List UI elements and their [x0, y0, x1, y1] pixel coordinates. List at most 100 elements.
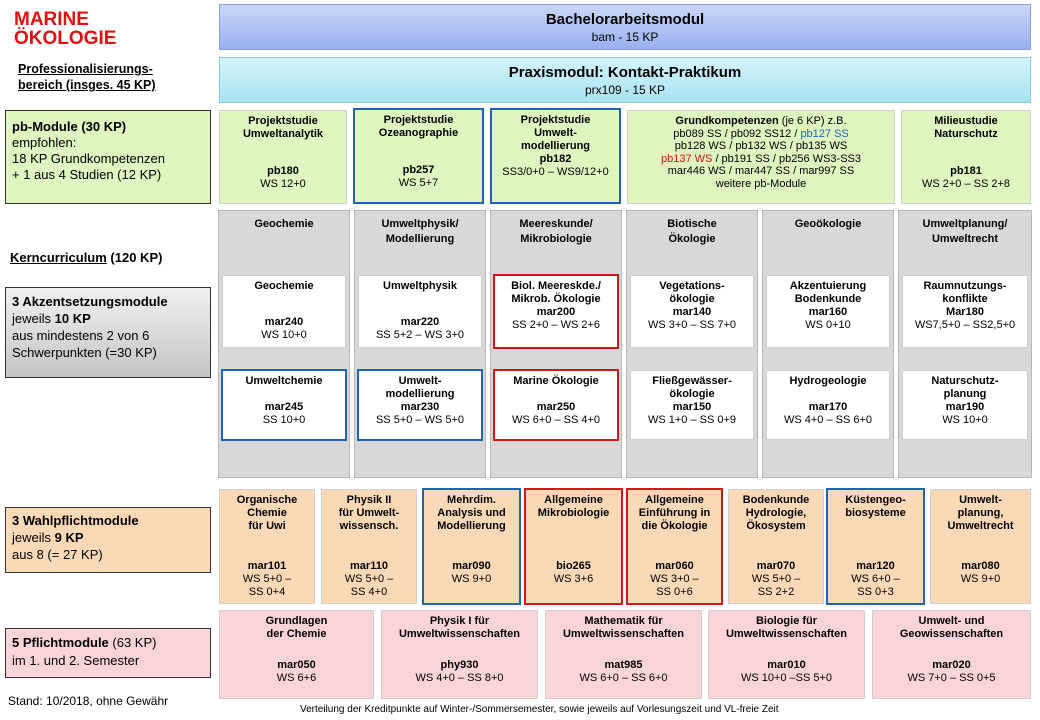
kerncurriculum-label: Kerncurriculum (120 KP) [10, 250, 162, 265]
kern-kp: (120 KP) [106, 250, 163, 265]
module-kp: WS 9+0 [451, 573, 492, 585]
module-code: pb182 [539, 153, 572, 165]
akzent-module: Umwelt- modellierung mar230 SS 5+0 – WS … [357, 369, 483, 441]
module-name: Marine Ökologie [513, 375, 599, 387]
module-kp: WS 4+0 – SS 8+0 [415, 672, 504, 684]
pb-body: empfohlen: 18 KP Grundkompetenzen + 1 au… [12, 135, 165, 182]
module-name: Fließgewässer- ökologie [652, 375, 732, 400]
module-code: mar050 [277, 659, 316, 671]
wahl-head2b: 9 KP [54, 530, 84, 545]
pb-module: Projektstudie Umwelt- modellierung pb182… [490, 108, 621, 204]
module-kp: WS 6+0 – SS 6+0 [579, 672, 668, 684]
grundkomp-line4: mar446 WS / mar447 SS / mar997 SS [667, 165, 855, 177]
module-kp: WS 9+0 [960, 573, 1001, 585]
module-name: Geochemie [254, 280, 314, 292]
module-kp: WS 3+0 – SS 7+0 [647, 319, 737, 331]
schwerpunkt-head: Umweltphysik/ Modellierung [381, 218, 459, 245]
module-name: Umwelt- planung, Umweltrecht [947, 494, 1014, 532]
module-kp: WS 7+0 – SS 0+5 [907, 672, 996, 684]
bachelor-sub: bam - 15 KP [591, 30, 659, 44]
module-kp: SS 5+0 – WS 5+0 [375, 414, 465, 426]
module-kp: SS 10+0 [262, 414, 306, 426]
module-name: Hydrogeologie [789, 375, 867, 387]
schwerpunkt-head: Biotische Ökologie [667, 218, 717, 245]
module-name: Allgemeine Mikrobiologie [537, 494, 610, 519]
module-kp: SS 2+0 – WS 2+6 [511, 319, 601, 331]
praxis-name: Praxismodul: Kontakt-Praktikum [508, 64, 742, 81]
module-name: Umwelt- und Geowissenschaften [899, 615, 1004, 640]
akzent-module: Geochemie mar240 WS 10+0 [222, 275, 346, 348]
module-name: Umweltchemie [245, 375, 323, 387]
stand-note: Stand: 10/2018, ohne Gewähr [8, 694, 169, 708]
module-kp: SS3/0+0 – WS9/12+0 [502, 166, 609, 178]
bachelorarbeitsmodul-box: Bachelorarbeitsmodul bam - 15 KP [219, 4, 1031, 50]
schwerpunkt-head: Meereskunde/ Mikrobiologie [519, 218, 593, 245]
wahl-module: Allgemeine Mikrobiologie bio265 WS 3+6 [524, 488, 623, 605]
module-name: Vegetations- ökologie [659, 280, 725, 305]
module-code: mar220 [400, 316, 440, 328]
grundkomp-line2: pb128 WS / pb132 WS / pb135 WS [674, 140, 848, 152]
module-code: mar020 [932, 659, 971, 671]
akzent-module: Umweltphysik mar220 SS 5+2 – WS 3+0 [358, 275, 482, 348]
module-name: Organische Chemie für Uwi [236, 494, 298, 532]
wahl-head2a: jeweils [12, 530, 55, 545]
module-code: mar120 [856, 560, 895, 572]
module-code: pb180 [267, 165, 299, 177]
title-line-1: MARINE [14, 9, 89, 30]
wahl-module: Organische Chemie für Uwi mar101 WS 5+0 … [219, 489, 315, 604]
akzentsetzungsmodule-label: 3 Akzentsetzungsmodule jeweils 10 KP aus… [5, 287, 211, 378]
grundkomp-line1a: pb089 SS / pb092 SS12 / [673, 127, 801, 140]
praxis-sub: prx109 - 15 KP [584, 83, 666, 97]
pflicht-module: Umwelt- und Geowissenschaften mar020 WS … [872, 610, 1031, 699]
pflicht-module: Grundlagen der Chemie mar050 WS 6+6 [219, 610, 374, 699]
pb-module: Projektstudie Ozeanographie pb257 WS 5+7 [353, 108, 484, 204]
wahl-module: Allgemeine Einführung in die Ökologie ma… [626, 488, 723, 605]
module-code: mar080 [961, 560, 1000, 572]
module-kp: WS 3+6 [553, 573, 594, 585]
module-code: mar140 [672, 306, 712, 318]
grundkomp-head: Grundkompetenzen [675, 115, 779, 127]
module-kp: WS 6+0 – SS 4+0 [511, 414, 601, 426]
grundkomp-line3b: / pb191 SS / pb256 WS3-SS3 [712, 152, 861, 165]
akzent-module: Fließgewässer- ökologie mar150 WS 1+0 – … [630, 370, 754, 440]
module-name: Allgemeine Einführung in die Ökologie [638, 494, 711, 532]
module-kp: WS 10+0 [261, 329, 307, 341]
module-kp: WS 4+0 – SS 6+0 [783, 414, 873, 426]
pb-head: pb-Module (30 KP) [12, 119, 127, 134]
pflicht-module: Mathematik für Umweltwissenschaften mat9… [545, 610, 702, 699]
pflicht-head-kp: (63 KP) [108, 635, 157, 650]
module-code: mar245 [264, 401, 304, 413]
module-code: mar160 [808, 306, 848, 318]
praxismodul-box: Praxismodul: Kontakt-Praktikum prx109 - … [219, 57, 1031, 103]
module-name: Akzentuierung Bodenkunde [789, 280, 867, 305]
module-name: Projektstudie Umweltanalytik [242, 115, 324, 140]
module-kp: WS 2+0 – SS 2+8 [921, 178, 1011, 190]
grundkomp-line3a: pb137 WS [661, 152, 713, 165]
wahl-head1: 3 Wahlpflichtmodule [12, 513, 139, 528]
module-code: Mar180 [946, 306, 984, 318]
module-code: mar010 [767, 659, 806, 671]
module-name: Projektstudie Ozeanographie [378, 114, 459, 139]
pb-module: Milieustudie Naturschutz pb181 WS 2+0 – … [901, 110, 1031, 204]
title-line-2: ÖKOLOGIE [14, 28, 117, 49]
module-kp: WS7,5+0 – SS2,5+0 [914, 319, 1016, 331]
wahlpflichtmodule-label: 3 Wahlpflichtmodule jeweils 9 KP aus 8 (… [5, 507, 211, 573]
pflicht-head: 5 Pflichtmodule [12, 635, 109, 650]
akzent-body: aus mindestens 2 von 6 Schwerpunkten (=3… [12, 328, 157, 360]
module-code: pb181 [950, 165, 982, 177]
module-name: Küstengeo- biosysteme [845, 494, 906, 519]
module-code: mar240 [264, 316, 304, 328]
module-kp: WS 1+0 – SS 0+9 [647, 414, 737, 426]
wahl-module: Bodenkunde Hydrologie, Ökosystem mar070 … [728, 489, 824, 604]
grundkomp-line1b: pb127 SS [800, 127, 849, 140]
module-code: mar110 [350, 560, 388, 572]
akzent-module: Biol. Meereskde./ Mikrob. Ökologie mar20… [493, 274, 619, 349]
bachelor-name: Bachelorarbeitsmodul [545, 11, 705, 28]
akzent-head2b: 10 KP [54, 311, 91, 326]
module-code: mar190 [945, 401, 985, 413]
akzent-module: Marine Ökologie mar250 WS 6+0 – SS 4+0 [493, 369, 619, 441]
grundkomp-line5: weitere pb-Module [715, 177, 807, 190]
schwerpunkt-head: Umweltplanung/ Umweltrecht [922, 218, 1008, 245]
module-name: Milieustudie Naturschutz [934, 115, 998, 140]
module-name: Umweltphysik [383, 280, 457, 292]
